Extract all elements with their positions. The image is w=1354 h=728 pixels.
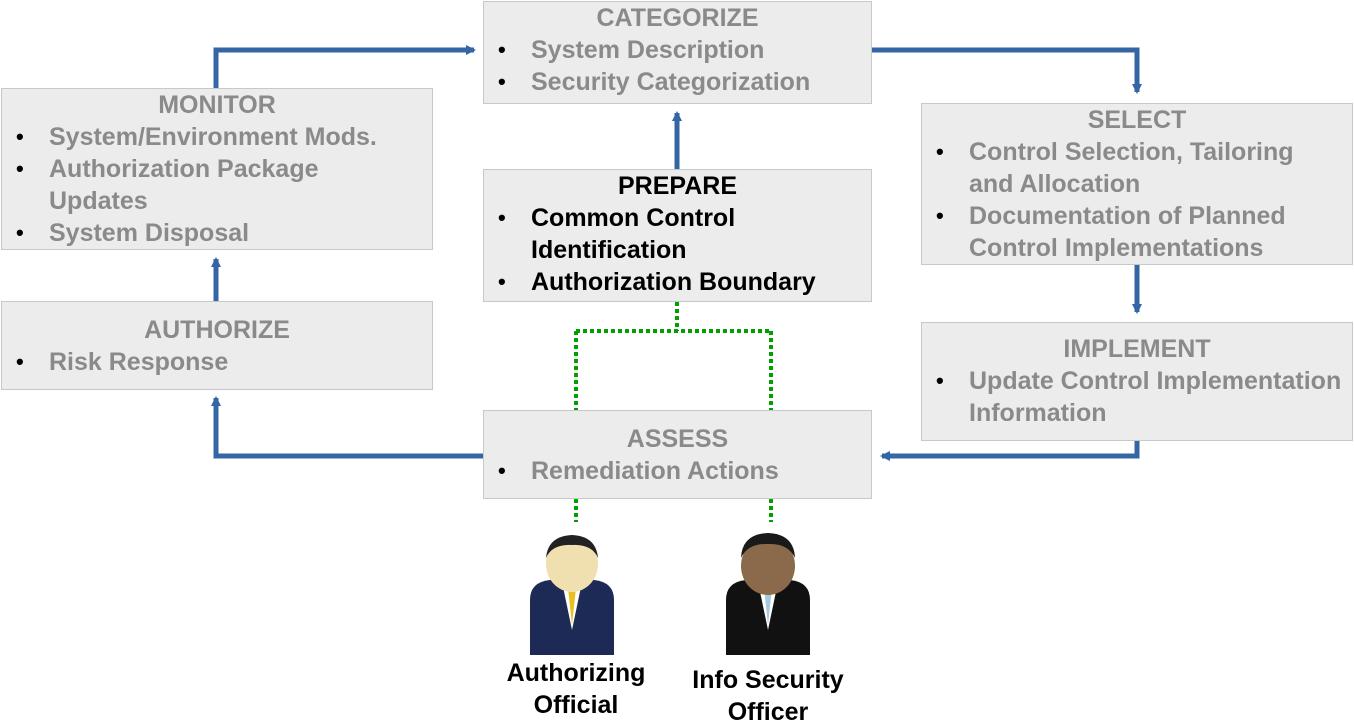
step-title: MONITOR [158, 91, 276, 119]
list-item: Authorization Boundary [484, 266, 871, 298]
list-item: System/Environment Mods. [2, 121, 432, 153]
step-select: SELECT Control Selection, Tailoring and … [921, 103, 1353, 265]
person-label-authorizing-official: Authorizing Official [506, 659, 646, 719]
list-item: Risk Response [2, 346, 432, 378]
list-item: System Disposal [2, 217, 432, 249]
list-item: Common Control Identification [484, 202, 781, 266]
step-title: AUTHORIZE [144, 316, 290, 344]
step-assess: ASSESS Remediation Actions [483, 410, 872, 499]
list-item: Remediation Actions [484, 455, 871, 487]
dotted-link-prepare [574, 302, 773, 522]
step-implement: IMPLEMENT Update Control Implementation … [921, 322, 1353, 441]
arrow-categorize-to-select [872, 47, 1142, 94]
step-title: IMPLEMENT [1063, 335, 1211, 363]
list-item: Update Control Implementation Informatio… [922, 365, 1349, 429]
person-label-info-security-officer: Info Security Officer [692, 666, 844, 726]
arrow-implement-to-assess [880, 441, 1140, 461]
step-title: CATEGORIZE [596, 4, 759, 32]
list-item: System Description [484, 34, 871, 66]
step-prepare: PREPARE Common Control Identification Au… [483, 169, 872, 302]
list-item: Control Selection, Tailoring and Allocat… [922, 136, 1339, 200]
step-categorize: CATEGORIZE System Description Security C… [483, 1, 872, 104]
arrow-assess-to-authorize [211, 396, 483, 459]
arrow-monitor-to-categorize [213, 45, 476, 88]
step-title: ASSESS [626, 425, 729, 453]
step-authorize: AUTHORIZE Risk Response [1, 301, 433, 390]
step-monitor: MONITOR System/Environment Mods. Authori… [1, 88, 433, 250]
list-item: Authorization Package Updates [2, 153, 369, 217]
step-title: PREPARE [617, 172, 737, 200]
list-item: Documentation of Planned Control Impleme… [922, 200, 1339, 264]
list-item: Security Categorization [484, 66, 871, 98]
step-title: SELECT [1087, 106, 1187, 134]
